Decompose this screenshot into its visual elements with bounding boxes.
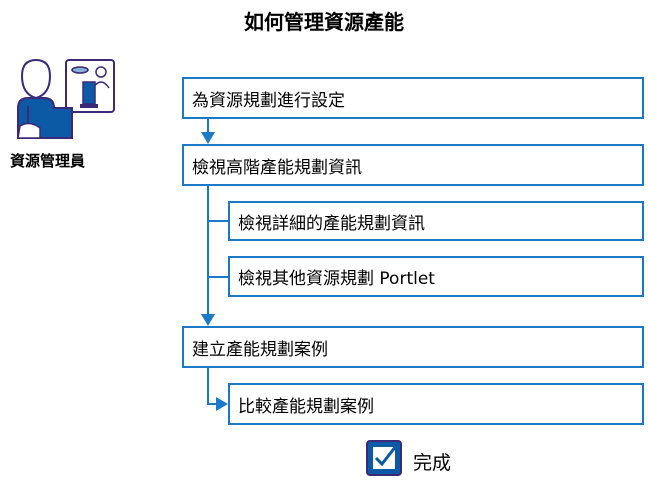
- connector: [207, 368, 209, 404]
- step-label: 為資源規劃進行設定: [192, 90, 345, 111]
- step-create-scenario[interactable]: 建立產能規劃案例: [182, 326, 644, 368]
- connector: [207, 276, 228, 278]
- connector: [207, 186, 209, 320]
- step-label: 建立產能規劃案例: [192, 339, 328, 360]
- resource-manager-icon: [17, 58, 115, 139]
- step-view-high-level-capacity[interactable]: 檢視高階產能規劃資訊: [182, 144, 644, 186]
- checkbox-checked-icon: [366, 440, 402, 476]
- step-view-other-portlets[interactable]: 檢視其他資源規劃 Portlet: [228, 256, 644, 297]
- arrow-down-icon: [201, 314, 215, 326]
- connector: [207, 220, 228, 222]
- step-view-detailed-capacity[interactable]: 檢視詳細的產能規劃資訊: [228, 201, 644, 241]
- step-compare-scenarios[interactable]: 比較產能規劃案例: [228, 383, 644, 425]
- step-label: 比較產能規劃案例: [238, 396, 374, 417]
- done-label: 完成: [413, 452, 452, 474]
- step-label: 檢視其他資源規劃 Portlet: [238, 269, 435, 289]
- arrow-right-icon: [216, 397, 228, 411]
- connector: [207, 403, 219, 405]
- connector: [207, 119, 209, 137]
- step-label: 檢視詳細的產能規劃資訊: [238, 213, 425, 234]
- arrow-down-icon: [201, 132, 215, 144]
- step-setup-resource-planning[interactable]: 為資源規劃進行設定: [182, 77, 644, 119]
- role-label: 資源管理員: [10, 152, 86, 170]
- page-title: 如何管理資源產能: [244, 10, 404, 34]
- step-label: 檢視高階產能規劃資訊: [192, 157, 362, 178]
